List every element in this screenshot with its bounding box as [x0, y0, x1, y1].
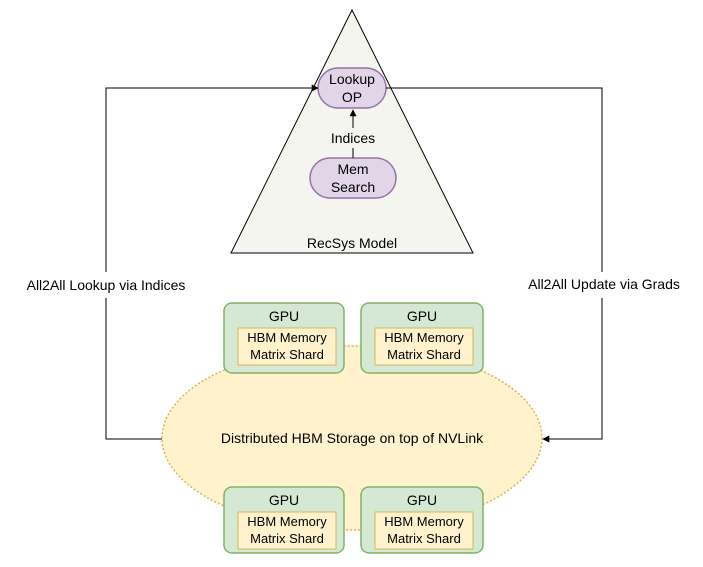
hbm-memory-line1: HBM Memory [384, 514, 464, 529]
storage-label: Distributed HBM Storage on top of NVLink [221, 430, 484, 446]
hbm-memory-line1: HBM Memory [247, 514, 327, 529]
hbm-memory-shard [374, 327, 474, 366]
all2all-update-label: All2All Update via Grads [528, 276, 680, 292]
hbm-memory-line2: Matrix Shard [387, 347, 461, 362]
indices-label: Indices [331, 130, 375, 146]
recsys-model-triangle [230, 8, 474, 254]
hbm-memory-shard [237, 511, 337, 550]
gpu-node: GPU HBM Memory Matrix Shard [223, 302, 345, 374]
distributed-storage-ellipse [161, 345, 543, 531]
mem-search-label-line1: Mem [337, 161, 368, 177]
gpu-title: GPU [269, 492, 299, 508]
all2all-lookup-edge [105, 84, 319, 440]
gpu-node: GPU HBM Memory Matrix Shard [223, 486, 345, 554]
lookup-op-label-line2: OP [342, 89, 362, 105]
gpu-node: GPU HBM Memory Matrix Shard [360, 302, 484, 374]
hbm-memory-line2: Matrix Shard [250, 531, 324, 546]
hbm-memory-line2: Matrix Shard [387, 531, 461, 546]
gpu-title: GPU [269, 308, 299, 324]
gpu-title: GPU [407, 308, 437, 324]
lookup-op-label-line1: Lookup [329, 71, 375, 87]
recsys-model-title: RecSys Model [307, 235, 397, 251]
all2all-lookup-label: All2All Lookup via Indices [27, 277, 186, 293]
mem-search-label-line2: Search [331, 179, 375, 195]
hbm-memory-shard [237, 327, 337, 366]
hbm-memory-shard [374, 511, 474, 550]
all2all-update-edge [386, 87, 603, 443]
gpu-node: GPU HBM Memory Matrix Shard [360, 486, 484, 554]
gpu-title: GPU [407, 492, 437, 508]
hbm-memory-line2: Matrix Shard [250, 347, 324, 362]
hbm-memory-line1: HBM Memory [247, 330, 327, 345]
hbm-memory-line1: HBM Memory [384, 330, 464, 345]
